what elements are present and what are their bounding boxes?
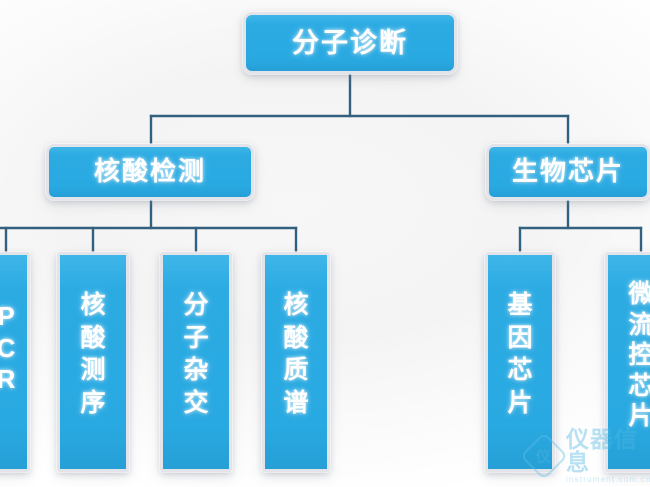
node-leaf-molecular-hybridization[interactable]: 分子杂交 <box>160 252 232 472</box>
node-label: 分子杂交 <box>183 291 209 417</box>
node-leaf-nucleic-sequencing[interactable]: 核酸测序 <box>57 252 129 472</box>
node-leaf-gene-chip[interactable]: 基因芯片 <box>485 252 555 472</box>
node-label: 微流控芯片 <box>628 280 650 430</box>
node-nucleic-acid-detection[interactable]: 核酸检测 <box>46 144 254 200</box>
watermark-text-en: instrument.com.cn <box>566 475 650 484</box>
node-leaf-nucleic-mass-spec[interactable]: 核酸质谱 <box>262 252 330 472</box>
node-label: 分子诊断 <box>292 27 408 58</box>
node-leaf-microfluidic-chip[interactable]: 微流控芯片 <box>605 252 650 472</box>
node-label: 生物芯片 <box>511 156 624 187</box>
node-biochip[interactable]: 生物芯片 <box>486 144 650 200</box>
node-label: 核酸检测 <box>93 156 206 187</box>
node-label: 基因芯片 <box>507 291 533 417</box>
node-label: 核酸测序 <box>80 291 106 417</box>
node-label: 核酸质谱 <box>283 291 309 417</box>
node-root-molecular-diagnosis[interactable]: 分子诊断 <box>243 12 457 74</box>
